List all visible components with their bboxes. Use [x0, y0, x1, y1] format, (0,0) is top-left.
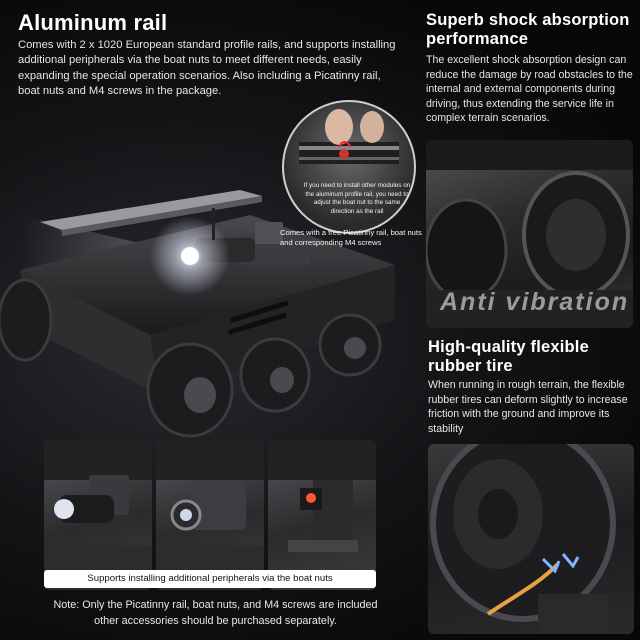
shock-absorption-description: The excellent shock absorption design ca…	[426, 54, 633, 125]
anti-vibration-overlay: Anti vibration	[440, 288, 630, 316]
tire-closeup-graphic	[430, 444, 616, 634]
thumbnail-laser-module	[268, 440, 376, 590]
package-note-line-2: other accessories should be purchased se…	[94, 614, 337, 627]
rail-detail-graphic	[299, 109, 399, 164]
thumbnail-scope-mount	[156, 440, 264, 590]
laser-module-graphic	[268, 440, 376, 552]
peripherals-caption: Supports installing additional periphera…	[44, 570, 376, 588]
boat-nut-detail-callout	[282, 100, 416, 234]
free-picatinny-rail-note: Comes with a free Picatinny rail, boat n…	[280, 228, 422, 247]
suspension-wheel-graphic	[426, 140, 633, 328]
shock-absorption-title: Superb shock absorption performance	[426, 11, 630, 48]
shock-absorption-photo: Anti vibration	[426, 140, 633, 328]
flashlight-graphic	[44, 440, 152, 590]
scope-graphic	[156, 440, 264, 590]
rubber-tire-photo	[428, 444, 634, 634]
aluminum-rail-description: Comes with 2 x 1020 European standard pr…	[18, 39, 396, 97]
rubber-tire-title: High-quality flexible rubber tire	[428, 338, 589, 375]
boat-nut-instruction-text: If you need to install other modules on …	[303, 182, 411, 215]
package-note-line-1: Note: Only the Picatinny rail, boat nuts…	[53, 599, 378, 611]
aluminum-rail-title: Aluminum rail	[18, 10, 168, 35]
rubber-tire-description: When running in rough terrain, the flexi…	[428, 379, 628, 435]
thumbnail-flashlight-mount	[44, 440, 152, 590]
package-note: Note: Only the Picatinny rail, boat nuts…	[18, 598, 413, 629]
